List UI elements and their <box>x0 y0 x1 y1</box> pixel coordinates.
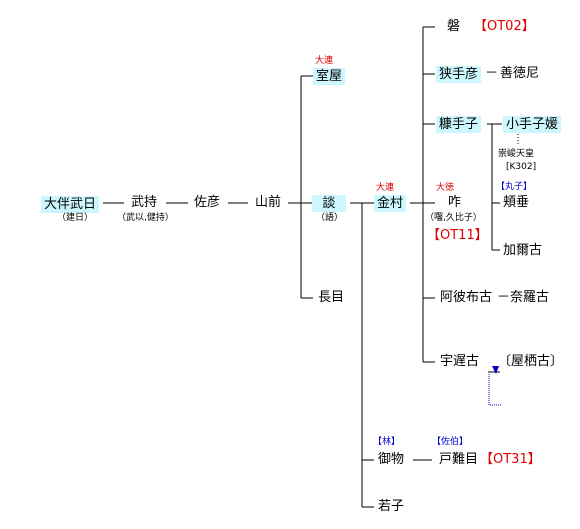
person-tonamie: 戸難目 <box>439 452 479 467</box>
person-wakako: 若子 <box>378 499 405 514</box>
code-kui: 【OT11】 <box>427 228 488 243</box>
clan-tonamie: 【佐伯】 <box>432 437 469 447</box>
person-dan: 談 <box>312 195 346 212</box>
code-sushun: [K302] <box>506 162 537 172</box>
person-takemochi-note: （武以,健持） <box>117 213 174 223</box>
title-kui: 大徳 <box>436 183 455 193</box>
person-kui: 咋 <box>448 195 462 210</box>
person-sahiko: 佐彦 <box>194 195 221 210</box>
person-takemochi: 武持 <box>131 195 158 210</box>
person-zentokuni: 善徳尼 <box>500 66 540 81</box>
person-otomo-takehi: 大伴武日 <box>41 196 100 213</box>
adoption-arrow <box>488 374 501 406</box>
person-kanamura: 金村 <box>374 195 407 212</box>
person-iwa: 磐 <box>447 19 461 34</box>
person-oteko: 小手子媛 <box>503 116 562 133</box>
person-satehiko: 狭手彦 <box>436 66 482 83</box>
code-iwa: 【OT02】 <box>474 19 535 34</box>
person-sushun: 崇峻天皇 <box>498 149 535 159</box>
person-kui-note: （囓,久比子） <box>425 213 482 223</box>
arrow-head <box>492 366 499 374</box>
code-tonamie: 【OT31】 <box>480 452 541 467</box>
person-ahafuko: 阿彼布古 <box>440 290 493 305</box>
person-takehi-note: （建日） <box>57 213 94 223</box>
person-yamasaki: 山前 <box>255 195 282 210</box>
person-narako: 奈羅古 <box>510 290 550 305</box>
person-nagame: 長目 <box>318 290 345 305</box>
person-mimono: 御物 <box>378 452 405 467</box>
person-hotsutari: 頬垂 <box>503 195 530 210</box>
person-uguko: 宇遅古 <box>440 354 480 369</box>
person-yasuko: 〔屋栖古〕 <box>498 354 564 369</box>
person-muroya: 室屋 <box>313 68 346 85</box>
clan-marako: 【丸子】 <box>496 182 533 192</box>
dash-satehiko: － <box>485 66 499 81</box>
title-muroya: 大連 <box>315 56 334 66</box>
person-dan-note: （語） <box>316 213 344 223</box>
clan-mimono: 【林】 <box>373 437 401 447</box>
title-kanamura: 大連 <box>376 183 395 193</box>
person-nukateko: 糠手子 <box>436 116 482 133</box>
dash-ahafuko: － <box>497 290 511 305</box>
person-kaneko: 加爾古 <box>503 243 543 258</box>
